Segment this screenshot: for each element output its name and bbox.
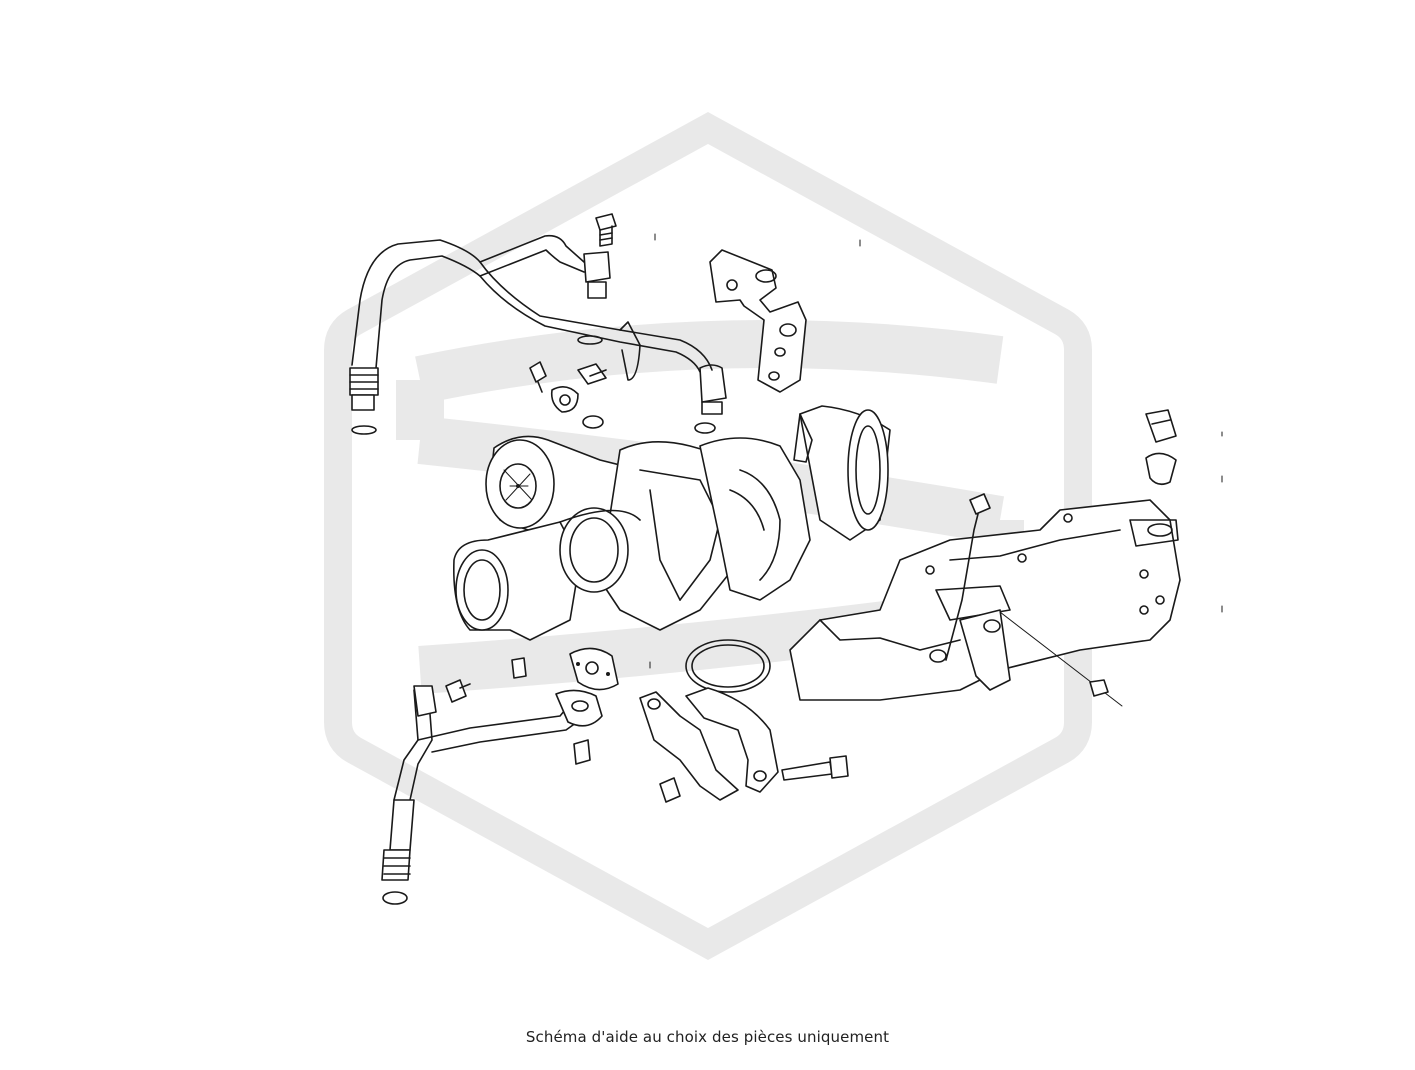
turbocharger[interactable] <box>453 405 891 641</box>
caption-disclaimer: Schéma d'aide au choix des pièces unique… <box>525 1028 890 1046</box>
clip-nut[interactable] <box>1145 409 1177 443</box>
coolant-supply-pipe[interactable] <box>349 234 727 415</box>
locating-pin[interactable] <box>999 611 1123 707</box>
sealing-washer[interactable] <box>351 335 716 905</box>
stud[interactable] <box>529 361 547 393</box>
clip-nut[interactable] <box>659 777 681 803</box>
oil-flange-gasket[interactable] <box>569 647 619 691</box>
exhaust-gasket-ring[interactable] <box>685 639 771 693</box>
v-band-clamp[interactable] <box>639 687 779 801</box>
grommet[interactable] <box>1145 452 1177 486</box>
banjo-bolt[interactable] <box>550 386 579 413</box>
hex-bolt[interactable] <box>577 363 607 385</box>
banjo-bolt[interactable] <box>595 213 617 247</box>
hex-bolt[interactable] <box>511 657 591 765</box>
mounting-bracket[interactable] <box>709 249 807 393</box>
hex-bolt[interactable] <box>945 493 991 661</box>
oil-return-pipe[interactable] <box>381 685 603 881</box>
stud[interactable] <box>445 679 471 703</box>
heat-shield[interactable] <box>789 499 1181 701</box>
hex-bolt[interactable] <box>781 755 849 781</box>
stray-marks <box>649 233 1223 669</box>
